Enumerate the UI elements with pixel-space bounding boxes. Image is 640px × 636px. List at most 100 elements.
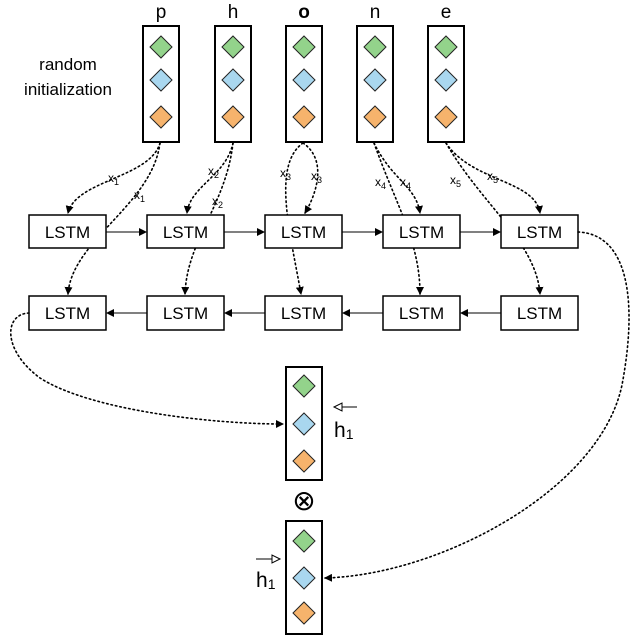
input-arrow-o-backward xyxy=(284,142,304,295)
orange-cell xyxy=(292,449,316,473)
char-h: h xyxy=(228,2,239,23)
hidden-sub: 1 xyxy=(346,426,354,442)
input-label-x5-forward: x5 xyxy=(450,173,461,189)
backward-lstm-box-5 xyxy=(500,295,579,331)
char-o: o xyxy=(298,2,310,23)
blue-cell xyxy=(292,566,316,590)
forward-lstm-box-5 xyxy=(500,214,579,249)
input-label-base: x xyxy=(208,164,214,178)
char-n: n xyxy=(370,2,381,23)
green-cell xyxy=(292,374,316,398)
input-label-sub: 2 xyxy=(214,170,219,180)
backward-lstm-box-2 xyxy=(146,295,225,331)
input-label-x1-backward: x1 xyxy=(134,188,145,204)
forward-lstm-row: LSTM LSTM LSTM LSTM LSTM xyxy=(28,214,579,249)
input-label-base: x xyxy=(375,175,381,189)
forward-hidden-text: h1 xyxy=(256,569,276,592)
input-label-base: x xyxy=(400,175,406,189)
hidden-base: h xyxy=(256,569,268,592)
green-cell xyxy=(149,35,173,59)
input-label-sub: 1 xyxy=(140,194,145,204)
forward-lstm-box-2 xyxy=(146,214,225,249)
input-arrow-h-forward xyxy=(183,142,234,214)
outer-product-operator: ⊗ xyxy=(292,484,315,517)
input-arrow-o-forward xyxy=(302,142,319,214)
input-label-x3-backward: x3 xyxy=(311,169,322,185)
backward-lstm-label-1: LSTM xyxy=(45,304,90,323)
input-arrow-p-forward xyxy=(65,142,161,214)
forward-hidden-vector xyxy=(285,520,323,635)
input-label-sub: 5 xyxy=(456,179,461,189)
forward-lstm-box-1 xyxy=(28,214,107,249)
blue-cell xyxy=(292,68,316,92)
orange-cell xyxy=(292,601,316,625)
char-e: e xyxy=(441,2,452,23)
green-cell xyxy=(292,35,316,59)
input-label-x5-backward: x5 xyxy=(487,169,498,185)
caption-line1: random xyxy=(39,55,97,74)
caption-line2: initialization xyxy=(24,80,112,99)
green-cell xyxy=(292,529,316,553)
backward-lstm-label-3: LSTM xyxy=(281,304,326,323)
backward-hidden-text: h1 xyxy=(334,419,354,442)
input-label-base: x xyxy=(108,171,114,185)
forward-lstm-label-3: LSTM xyxy=(281,223,326,242)
orange-cell xyxy=(221,105,245,129)
embedding-n xyxy=(356,25,394,143)
input-label-sub: 4 xyxy=(381,181,386,191)
input-label-sub: 3 xyxy=(317,175,322,185)
input-label-base: x xyxy=(280,166,286,180)
embedding-h xyxy=(214,25,252,143)
input-label-sub: 4 xyxy=(406,181,411,191)
right-arrowhead-icon xyxy=(271,554,282,564)
forward-lstm-label-2: LSTM xyxy=(163,223,208,242)
orange-cell xyxy=(434,105,458,129)
green-cell xyxy=(221,35,245,59)
backward-output-curve xyxy=(9,312,284,428)
forward-lstm-label-4: LSTM xyxy=(399,223,444,242)
input-label-base: x xyxy=(450,173,456,187)
forward-lstm-label-1: LSTM xyxy=(45,223,90,242)
backward-lstm-label-5: LSTM xyxy=(517,304,562,323)
input-arrow-n-forward xyxy=(373,142,423,214)
forward-output-curve xyxy=(324,231,630,582)
blue-cell xyxy=(363,68,387,92)
char-p: p xyxy=(156,2,167,23)
green-cell xyxy=(434,35,458,59)
input-label-x4-backward: x4 xyxy=(400,175,411,191)
orange-cell xyxy=(292,105,316,129)
forward-lstm-label-5: LSTM xyxy=(517,223,562,242)
backward-lstm-box-1 xyxy=(28,295,107,331)
input-label-sub: 5 xyxy=(493,175,498,185)
blue-cell xyxy=(149,68,173,92)
input-arrow-e-forward xyxy=(445,142,543,214)
input-label-sub: 3 xyxy=(286,172,291,182)
input-label-x2-forward: x2 xyxy=(208,164,219,180)
input-label-x2-backward: x2 xyxy=(212,194,223,210)
input-label-base: x xyxy=(212,194,218,208)
blue-cell xyxy=(221,68,245,92)
backward-lstm-row: LSTM LSTM LSTM LSTM LSTM xyxy=(28,295,579,331)
embedding-o xyxy=(285,25,323,143)
input-label-sub: 2 xyxy=(218,200,223,210)
embedding-e xyxy=(427,25,465,143)
backward-lstm-label-4: LSTM xyxy=(399,304,444,323)
input-label-base: x xyxy=(487,169,493,183)
input-label-base: x xyxy=(134,188,140,202)
input-label-x1-forward: x1 xyxy=(108,171,119,187)
input-label-base: x xyxy=(311,169,317,183)
green-cell xyxy=(363,35,387,59)
backward-hidden-label: h1 xyxy=(332,402,357,442)
forward-lstm-box-3 xyxy=(264,214,343,249)
orange-cell xyxy=(149,105,173,129)
embedding-p xyxy=(142,25,180,143)
forward-hidden-label: h1 xyxy=(256,554,282,592)
blue-cell xyxy=(434,68,458,92)
input-arrow-p-backward xyxy=(64,142,161,295)
input-label-x3-forward: x3 xyxy=(280,166,291,182)
forward-lstm-box-4 xyxy=(382,214,461,249)
orange-cell xyxy=(363,105,387,129)
input-label-sub: 1 xyxy=(114,177,119,187)
hidden-sub: 1 xyxy=(268,576,276,592)
